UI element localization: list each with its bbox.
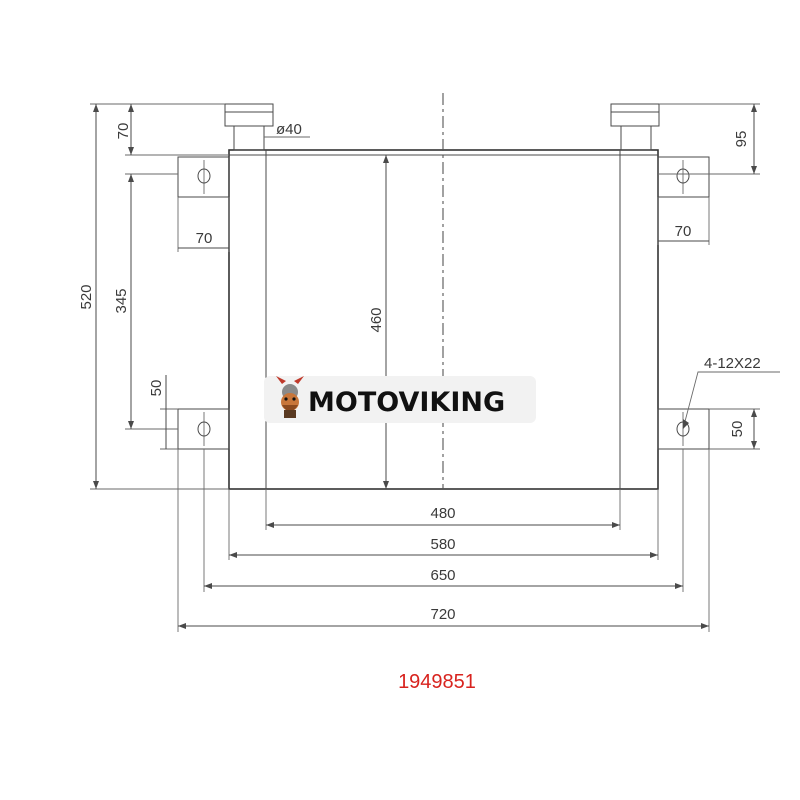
dim-top-offset-left: 70 xyxy=(115,123,132,140)
right-pipe xyxy=(610,103,660,151)
bracket-top-left xyxy=(177,156,230,198)
left-pipe xyxy=(224,103,274,151)
dimension-lines xyxy=(95,104,780,627)
watermark-brand-text: MOTOVIKING xyxy=(308,387,505,418)
dim-top-offset-right: 95 xyxy=(733,131,750,148)
dim-hole-spec: 4-12X22 xyxy=(704,355,761,372)
dim-core-height: 460 xyxy=(368,307,385,332)
dim-bracket-width-left: 70 xyxy=(196,230,213,247)
dim-overall-height: 520 xyxy=(78,284,95,309)
dim-core-width: 480 xyxy=(430,505,455,522)
arrowheads xyxy=(93,104,757,629)
bracket-bottom-left xyxy=(177,408,230,450)
dim-frame-width: 580 xyxy=(430,536,455,553)
extension-lines xyxy=(90,103,760,632)
dim-mount-spacing-vertical: 345 xyxy=(113,288,130,313)
bracket-top-right xyxy=(657,156,710,198)
dim-pipe-diameter: ø40 xyxy=(276,121,302,138)
dim-mount-spacing-horizontal: 650 xyxy=(430,567,455,584)
dim-bracket-width-right: 70 xyxy=(675,223,692,240)
dim-bracket-height-left: 50 xyxy=(148,380,165,397)
bracket-bottom-right xyxy=(657,408,710,450)
watermark-logo: MOTOVIKING xyxy=(264,376,536,423)
part-number: 1949851 xyxy=(398,671,476,693)
viking-mascot-icon xyxy=(276,376,304,418)
dim-bracket-height-right: 50 xyxy=(729,421,746,438)
dim-overall-width: 720 xyxy=(430,606,455,623)
